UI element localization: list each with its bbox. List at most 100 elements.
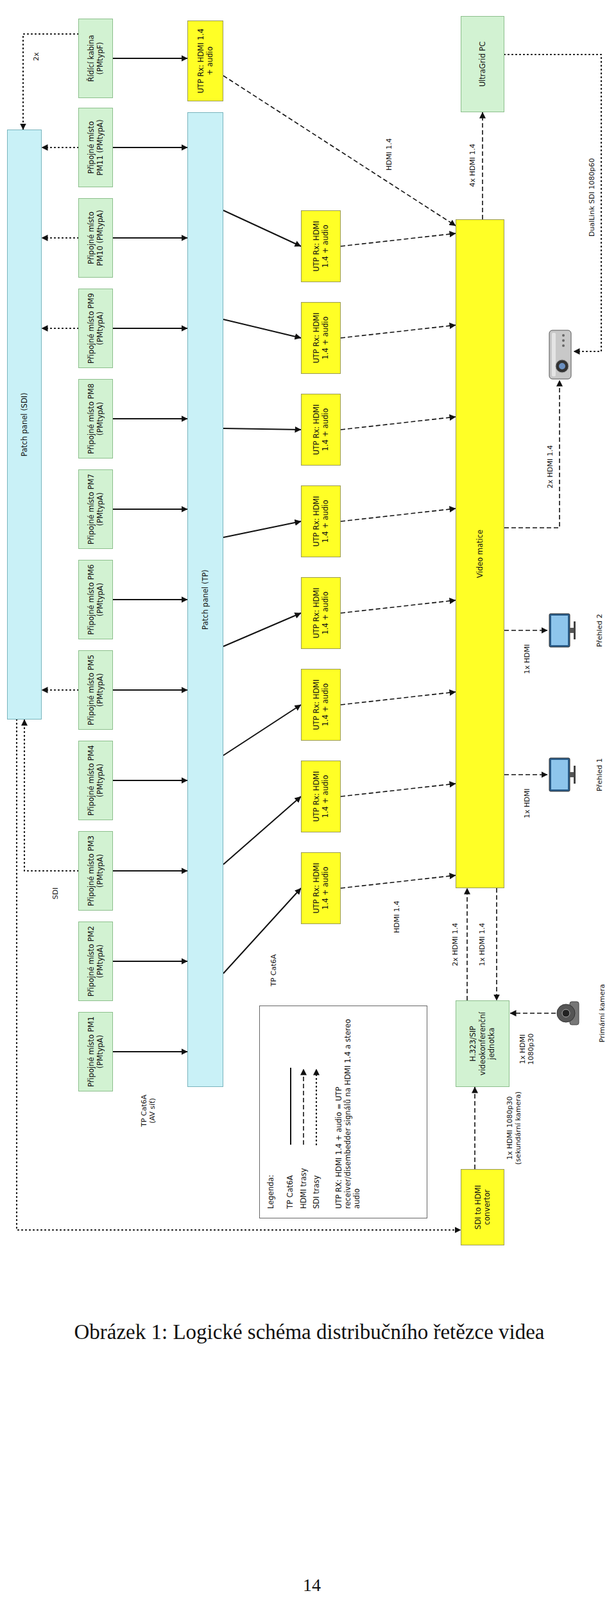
place-box: H.323/SIP videokonferenční jednotka [455, 1001, 510, 1088]
node-label: Připojné místo PM11 (PMtypA) [86, 112, 106, 183]
node-label: Připojné místo PM6 (PMtypA) [86, 564, 106, 636]
annotation: 1x HDMI 1080p30 [518, 1031, 536, 1068]
hdmi-link [340, 233, 456, 247]
device-box: SDI to HDMI convertor [460, 1169, 505, 1247]
node-label: Připojné místo PM2 (PMtypA) [86, 926, 106, 998]
hdmi-link [340, 325, 456, 339]
device-box: UTP Rx: HDMI 1.4 + audio [187, 20, 224, 102]
place-box: Připojné místo PM2 (PMtypA) [78, 922, 113, 1002]
edge-label: HDMI 1.4 [392, 900, 402, 935]
node-label: Připojné místo PM1 (PMtypA) [86, 1017, 106, 1088]
legend-sample [286, 1064, 296, 1148]
projector-icon [549, 330, 572, 380]
monitor-icon [549, 758, 576, 792]
hdmi-link [496, 888, 498, 1001]
device-box: UTP Rx: HDMI 1.4 + audio [300, 302, 341, 375]
legend-rows: TP Cat6A HDMI trasySDI trasy [281, 1064, 325, 1210]
patch-panel: Patch panel (SDI) [7, 129, 42, 720]
annotation: DualLink SDI 1080p60 [587, 157, 597, 239]
node-label: Video matice [475, 530, 485, 579]
page-number: 14 [301, 1575, 323, 1598]
legend-line [315, 1069, 317, 1146]
device-box: UTP Rx: HDMI 1.4 + audio [300, 485, 341, 558]
cat6a-link [112, 780, 188, 782]
device-box: Video matice [455, 219, 505, 889]
node-label: UTP Rx: HDMI 1.4 + audio [311, 214, 331, 278]
node-label: Patch panel (TP) [200, 569, 210, 631]
node-label: UTP Rx: HDMI 1.4 + audio [311, 857, 331, 921]
legend-text: HDMI trasy [299, 1147, 308, 1210]
sdi-link [16, 719, 461, 1231]
cat6a-link [112, 1051, 188, 1053]
node-label: Připojné místo PM7 (PMtypA) [86, 474, 106, 545]
annotation: 1x HDMI [522, 643, 532, 676]
figure-caption: Obrázek 1: Logické schéma distribučního … [74, 1321, 545, 1345]
sdi-link [24, 719, 79, 872]
hdmi-link [340, 600, 456, 614]
patch-panel: Patch panel (TP) [187, 112, 224, 1088]
hdmi-link [481, 112, 484, 220]
sdi-link [23, 34, 79, 130]
device-box: UTP Rx: HDMI 1.4 + audio [300, 577, 341, 650]
hdmi-link [474, 1087, 476, 1170]
node-label: Připojné místo PM9 (PMtypA) [86, 293, 106, 364]
cat6a-link [223, 705, 301, 756]
sdi-link [41, 327, 79, 330]
cat6a-link [112, 870, 188, 873]
cat6a-link [112, 146, 188, 149]
hdmi-link [340, 692, 456, 706]
device-box: UTP Rx: HDMI 1.4 + audio [300, 669, 341, 742]
device-box: UTP Rx: HDMI 1.4 + audio [300, 393, 341, 466]
cat6a-link [112, 599, 188, 601]
sdi-wire [504, 54, 602, 352]
cat6a-link [112, 327, 188, 330]
node-label: UTP Rx: HDMI 1.4 + audio [311, 490, 331, 554]
node-label: UTP Rx: HDMI 1.4 + audio [311, 765, 331, 829]
hdmi-link [340, 508, 456, 522]
node-label: SDI to HDMI convertor [473, 1174, 493, 1242]
node-label: UTP Rx: HDMI 1.4 + audio [311, 306, 331, 370]
legend-line [302, 1069, 305, 1146]
legend-row: SDI trasy [311, 1064, 321, 1210]
place-box: Připojné místo PM8 (PMtypA) [78, 379, 113, 459]
node-label: Připojné místo PM5 (PMtypA) [86, 655, 106, 726]
legend-row: HDMI trasy [299, 1064, 308, 1210]
node-label: Připojné místo PM4 (PMtypA) [86, 745, 106, 817]
place-box: Připojné místo PM5 (PMtypA) [78, 650, 113, 731]
cat6a-link [112, 961, 188, 963]
place-box: Připojné místo PM9 (PMtypA) [78, 288, 113, 369]
cat6a-link [112, 237, 188, 239]
place-box: Připojné místo PM7 (PMtypA) [78, 469, 113, 550]
place-box: Řídící kabina (PMtypF) [78, 18, 113, 99]
hdmi-link [223, 75, 456, 226]
place-box: Připojné místo PM11 (PMtypA) [78, 107, 113, 188]
node-label: Připojné místo PM8 (PMtypA) [86, 383, 106, 455]
edge-label: 2x [32, 50, 41, 63]
node-label: Patch panel (SDI) [19, 392, 29, 457]
annotation: 2x HDMI 1.4 [546, 444, 555, 490]
node-label: UTP Rx: HDMI 1.4 + audio [311, 581, 331, 645]
legend-title: Legenda: [266, 1175, 276, 1210]
legend-text: TP Cat6A [285, 1147, 295, 1210]
annotation: TP Cat6A (AV síť) [139, 1088, 157, 1135]
device-box: UTP Rx: HDMI 1.4 + audio [300, 761, 341, 833]
edge-label: TP Cat6A [269, 953, 278, 989]
device-box: UTP Rx: HDMI 1.4 + audio [300, 210, 341, 283]
cat6a-link [112, 689, 188, 692]
cat6a-link [223, 888, 301, 975]
edge-label: 1x HDMI 1080p30 (sekundární kamera) [505, 1088, 523, 1170]
cat6a-link [112, 57, 188, 60]
cat6a-link [112, 418, 188, 420]
hdmi-wire [504, 380, 560, 529]
place-box: Připojné místo PM10 (PMtypA) [78, 198, 113, 278]
legend-text: SDI trasy [311, 1147, 321, 1210]
edge-label: SDI [51, 886, 60, 902]
place-box: Připojné místo PM6 (PMtypA) [78, 560, 113, 640]
legend-sample [311, 1064, 321, 1148]
hdmi-wire [504, 774, 548, 776]
cat6a-link [223, 796, 301, 865]
legend-box: Legenda: TP Cat6A HDMI trasySDI trasy UTP R… [259, 1006, 428, 1220]
node-label: UTP Rx: HDMI 1.4 + audio [311, 673, 331, 737]
node-label: UTP Rx: HDMI 1.4 + audio [196, 25, 215, 97]
legend-note: UTP RX: HDMI 1.4 + audio = UTP receiver/… [334, 1015, 362, 1210]
